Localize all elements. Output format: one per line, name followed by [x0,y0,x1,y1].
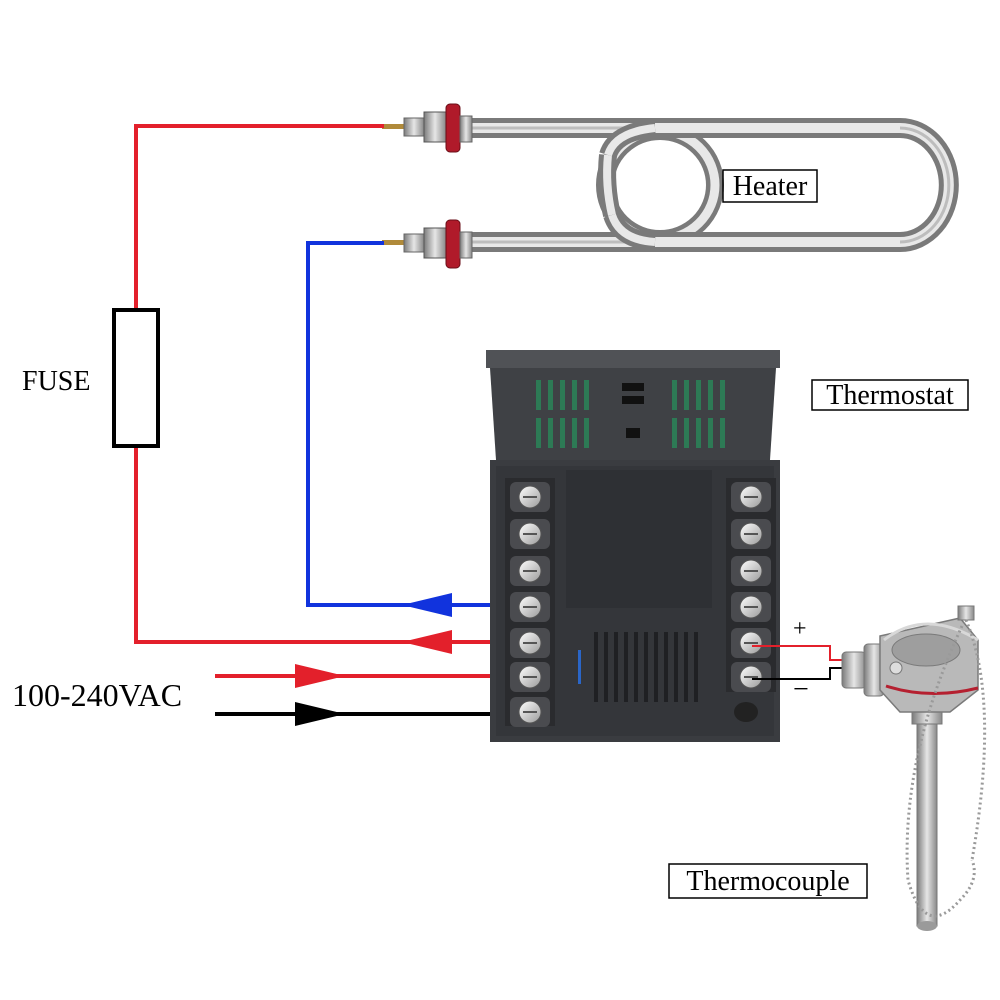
wire-neutral-blue [306,241,520,607]
thermostat-label: Thermostat [826,380,954,411]
thermocouple-chain [905,619,987,918]
arrow-left-icon [402,630,452,654]
terminal-block-right [726,478,776,692]
wire-line-red [134,124,520,644]
fuse-symbol [112,308,160,448]
wire-thermocouple-positive [752,645,845,661]
arrow-left-icon [402,593,452,617]
wire-thermocouple-negative [752,667,845,680]
thermostat-label-box [811,379,969,411]
arrow-right-icon [295,702,345,726]
thermocouple-probe [841,605,979,931]
heater-terminal-top [382,103,473,153]
thermocouple-label: Thermocouple [686,866,849,897]
heater-element [460,118,959,252]
heater-terminal-bottom [382,219,473,269]
terminal-block-left [505,478,555,727]
thermocouple-label-box [668,863,868,899]
heater-label-box [722,169,818,203]
heater-label: Heater [733,171,808,202]
arrow-right-icon [295,664,345,688]
power-label: 100-240VAC [12,677,182,713]
positive-polarity-label: + [793,616,807,642]
negative-polarity-label: − [793,674,809,705]
fuse-label: FUSE [22,366,90,397]
